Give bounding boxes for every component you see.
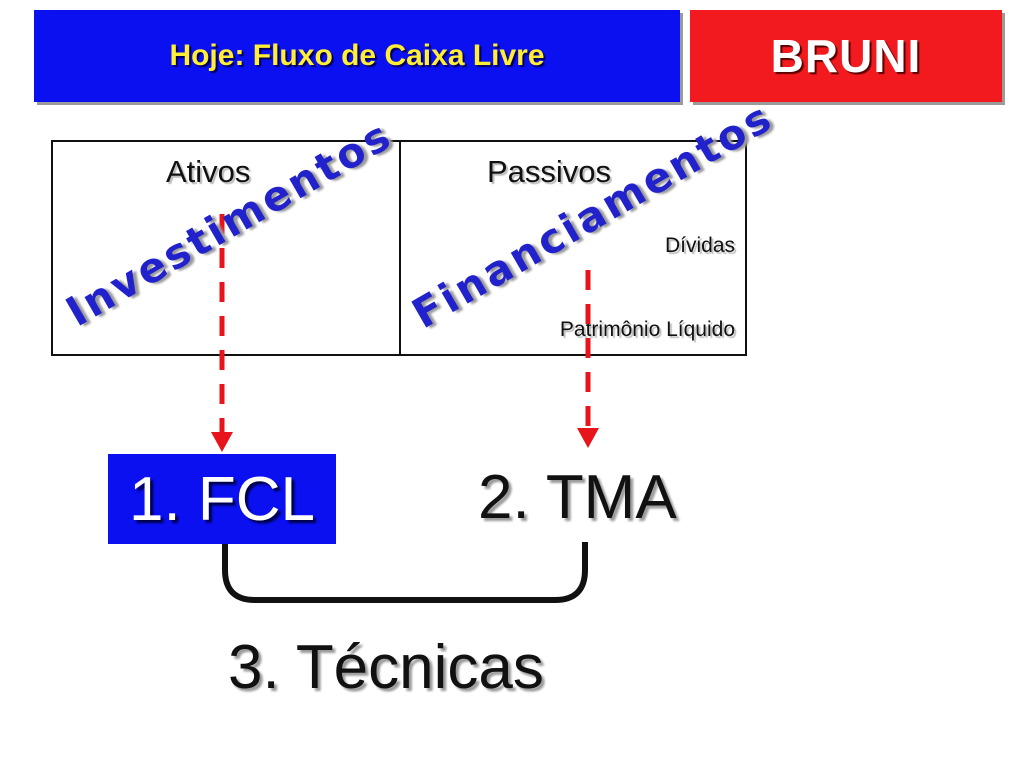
arrowhead-tma: [577, 428, 599, 448]
liabilities-column: Passivos Dívidas Patrimônio Líquido: [401, 142, 745, 354]
assets-column: Ativos: [53, 142, 401, 354]
step-tma: 2. TMA: [478, 463, 677, 532]
bracket-connector: [222, 542, 588, 603]
fcl-box: 1. FCL: [108, 454, 336, 544]
brand-bar: BRUNI: [690, 10, 1002, 102]
liabilities-heading: Passivos: [487, 154, 612, 189]
balance-sheet-table: Ativos Passivos Dívidas Patrimônio Líqui…: [51, 140, 747, 356]
liability-item-equity: Patrimônio Líquido: [559, 318, 735, 341]
assets-heading: Ativos: [166, 154, 251, 189]
slide-title: Hoje: Fluxo de Caixa Livre: [169, 39, 545, 72]
arrowhead-fcl: [211, 432, 233, 452]
title-bar: Hoje: Fluxo de Caixa Livre: [34, 10, 680, 102]
step-tecnicas: 3. Técnicas: [228, 633, 544, 702]
brand-logo-text: BRUNI: [770, 30, 922, 82]
step-fcl: 1. FCL: [128, 464, 316, 534]
liability-item-debts: Dívidas: [664, 234, 735, 257]
